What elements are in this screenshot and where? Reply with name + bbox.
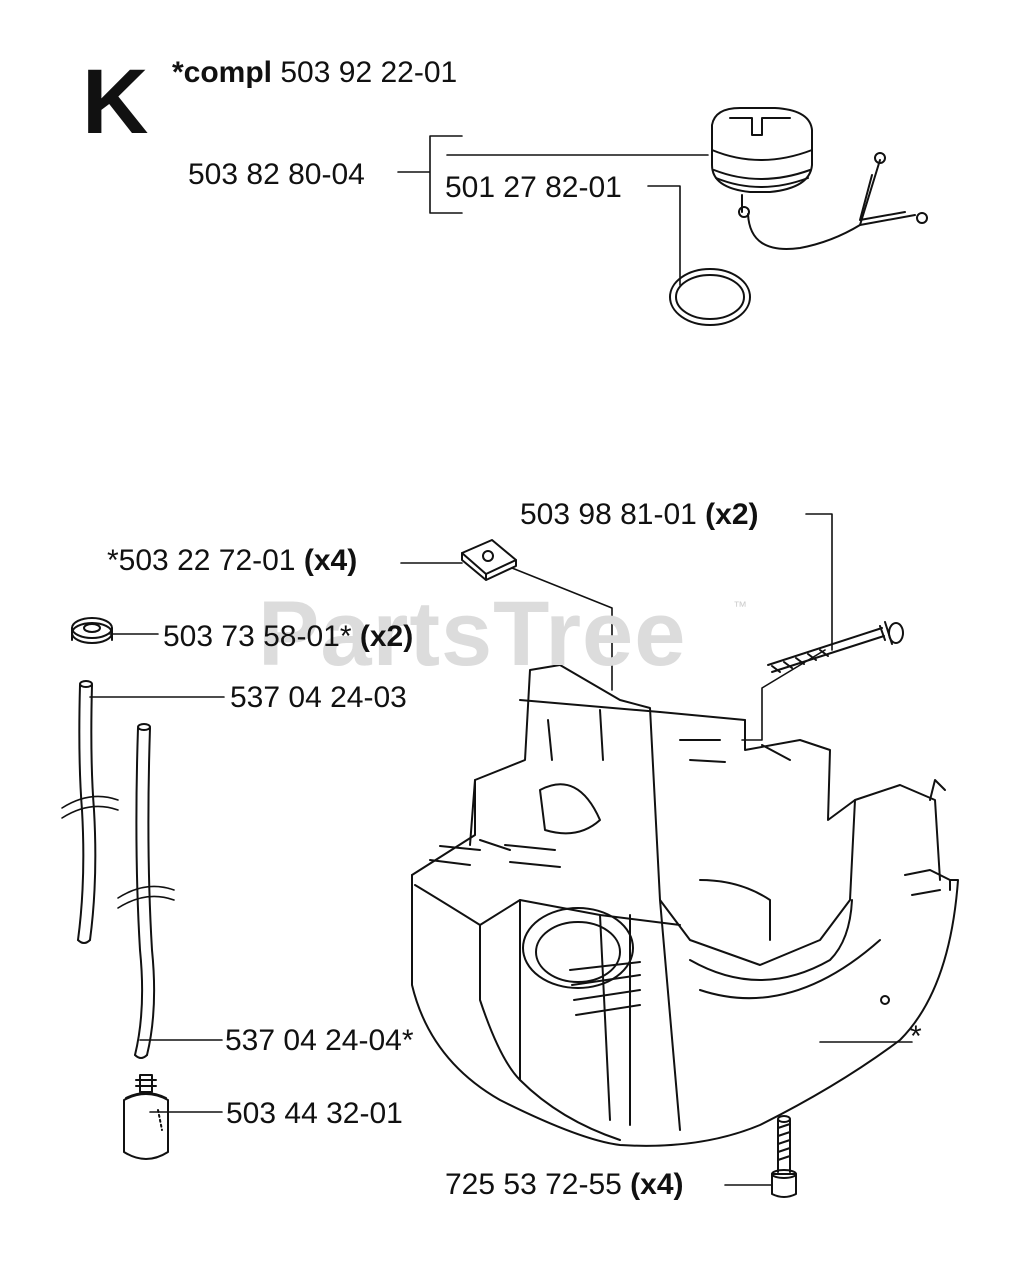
part-number: 725 53 72-55 xyxy=(445,1168,622,1201)
part-number: 503 73 58-01* xyxy=(163,620,352,653)
part-number: 537 04 24-03 xyxy=(230,681,407,714)
part-qty: (x4) xyxy=(303,544,358,577)
part-number: * xyxy=(910,1020,922,1053)
part-number: 501 27 82-01 xyxy=(445,171,622,204)
grommet-drawing xyxy=(71,617,113,644)
part-qty: (x2) xyxy=(705,498,759,531)
part-number: 503 82 80-04 xyxy=(188,158,365,191)
watermark-trademark: ™ xyxy=(733,598,747,614)
part-qty: (x2) xyxy=(359,620,414,653)
fuel-tank-drawing xyxy=(411,664,959,1147)
leader-lines xyxy=(89,135,913,1186)
part-label-nut[interactable]: *503 22 72-01 (x4) xyxy=(107,546,357,576)
bolt-drawing xyxy=(767,621,904,673)
assembly-number: 503 92 22-01 xyxy=(280,56,458,89)
part-label-filter[interactable]: 503 44 32-01 xyxy=(226,1099,403,1129)
part-label-oring[interactable]: 501 27 82-01 xyxy=(445,173,622,203)
assembly-prefix: *compl xyxy=(172,56,273,89)
part-label-tank[interactable]: * xyxy=(910,1022,922,1052)
part-label-hose2[interactable]: 537 04 24-04* xyxy=(225,1026,414,1056)
screw-drawing xyxy=(771,1115,797,1198)
part-number: 537 04 24-04* xyxy=(225,1024,414,1057)
part-number: 503 44 32-01 xyxy=(226,1097,403,1130)
part-qty: (x4) xyxy=(630,1168,684,1201)
part-label-grommet[interactable]: 503 73 58-01* (x2) xyxy=(163,622,413,652)
o-ring-drawing xyxy=(669,268,751,326)
part-label-hose1[interactable]: 537 04 24-03 xyxy=(230,683,407,713)
part-label-cap[interactable]: 503 82 80-04 xyxy=(188,160,365,190)
watermark: PartsTree xyxy=(258,583,687,685)
fuel-cap-drawing xyxy=(711,107,928,250)
hose-drawing-1 xyxy=(61,680,119,944)
square-nut-drawing xyxy=(461,539,517,581)
assembly-label: *compl 503 92 22-01 xyxy=(172,58,457,88)
part-number: 503 98 81-01 xyxy=(520,498,697,531)
part-label-screw[interactable]: 725 53 72-55 (x4) xyxy=(445,1170,684,1200)
hose-drawing-2 xyxy=(117,723,175,1059)
section-letter: K xyxy=(82,51,149,153)
fuel-filter-drawing xyxy=(123,1074,169,1160)
part-label-bolt[interactable]: 503 98 81-01 (x2) xyxy=(520,500,759,530)
part-number: *503 22 72-01 xyxy=(107,544,296,577)
